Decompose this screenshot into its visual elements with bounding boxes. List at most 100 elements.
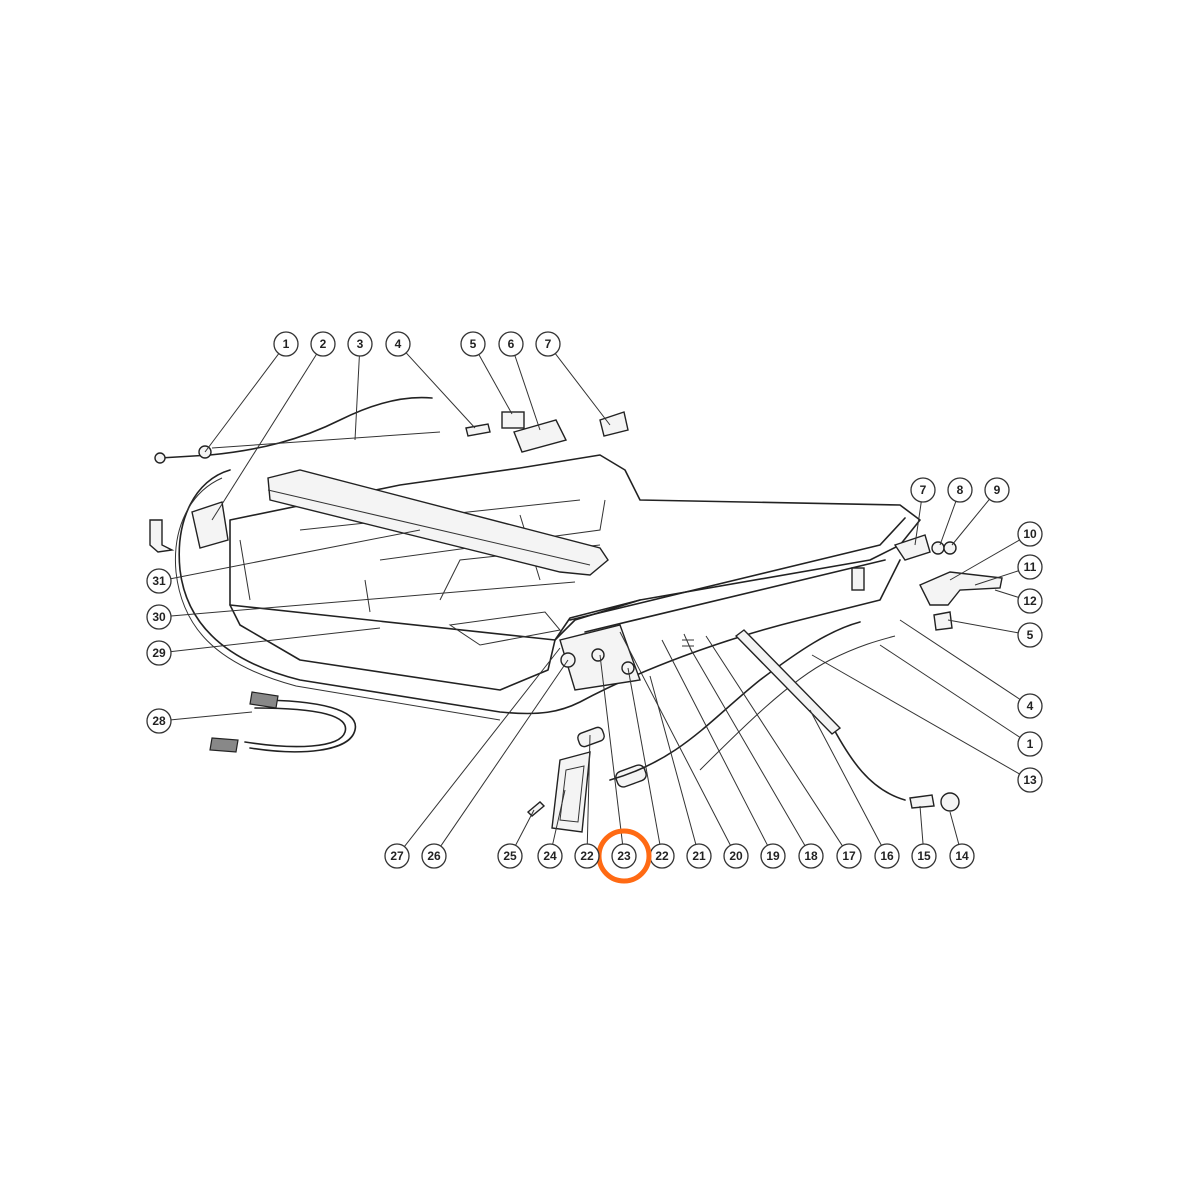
cable-right-end [829, 721, 906, 801]
leader-line-c19 [661, 639, 768, 846]
callout-circle [911, 843, 937, 869]
callout-c4-top[interactable]: 4 [385, 331, 411, 357]
callout-circle [1017, 588, 1043, 614]
callout-circle [310, 331, 336, 357]
callout-circle [1017, 521, 1043, 547]
callout-circle [1017, 693, 1043, 719]
leader-line-c24 [552, 789, 566, 845]
callout-c13[interactable]: 13 [1017, 767, 1043, 793]
adjuster-15 [909, 794, 935, 809]
callout-c17[interactable]: 17 [836, 843, 862, 869]
callout-circle [574, 843, 600, 869]
cable-adjuster [465, 423, 491, 437]
callout-c12[interactable]: 12 [1017, 588, 1043, 614]
callout-c31[interactable]: 31 [146, 568, 172, 594]
washer-14 [940, 792, 960, 812]
hood-seal-outline [178, 469, 901, 715]
release-cable-top [159, 396, 433, 459]
callout-circle [984, 477, 1010, 503]
callout-c30[interactable]: 30 [146, 604, 172, 630]
callout-c27[interactable]: 27 [384, 843, 410, 869]
leader-line-c11 [974, 570, 1019, 586]
callout-c7-right[interactable]: 7 [910, 477, 936, 503]
callout-c5-right[interactable]: 5 [1017, 622, 1043, 648]
hood-cross-brace-edge [267, 489, 591, 566]
spring-right-block [851, 567, 865, 591]
left-side-pin [149, 519, 175, 553]
leader-lines [170, 352, 1021, 847]
callout-circle [723, 843, 749, 869]
callout-c22-right[interactable]: 22 [649, 843, 675, 869]
callout-c10[interactable]: 10 [1017, 521, 1043, 547]
leader-line-c29 [170, 627, 381, 653]
callout-c25[interactable]: 25 [497, 843, 523, 869]
callout-number: 11 [1024, 560, 1037, 574]
leader-line-c31 [170, 529, 421, 580]
bracket-5-right [933, 611, 953, 631]
callout-number: 3 [357, 337, 364, 351]
callout-number: 14 [955, 849, 969, 863]
callout-circle [535, 331, 561, 357]
callout-circle [273, 331, 299, 357]
callout-circle [1017, 554, 1043, 580]
release-handle [551, 751, 591, 833]
callout-c4-right[interactable]: 4 [1017, 693, 1043, 719]
callout-c1-right[interactable]: 1 [1017, 731, 1043, 757]
leader-line-c12 [994, 589, 1019, 598]
callout-number: 22 [580, 849, 594, 863]
callout-c6[interactable]: 6 [498, 331, 524, 357]
callout-c26[interactable]: 26 [421, 843, 447, 869]
leader-line-c27 [404, 647, 561, 847]
callout-c21[interactable]: 21 [686, 843, 712, 869]
leader-line-c5-top [478, 354, 513, 415]
callout-c29[interactable]: 29 [146, 640, 172, 666]
callout-circle [421, 843, 447, 869]
leader-line-c7-top [554, 353, 611, 426]
callout-c22-left[interactable]: 22 [574, 843, 600, 869]
callout-number: 12 [1023, 594, 1037, 608]
callout-circle [910, 477, 936, 503]
harness-plug-2 [209, 737, 239, 753]
leader-line-c23 [599, 654, 624, 845]
callout-number: 30 [152, 610, 166, 624]
callout-circle [146, 640, 172, 666]
hood-artwork [149, 396, 1003, 833]
leader-line-c22-right [627, 667, 661, 845]
callout-number: 28 [152, 714, 166, 728]
nut-8 [931, 541, 945, 555]
release-cable-top-2 [211, 431, 441, 449]
hood-panel-lip [229, 599, 641, 641]
callout-c20[interactable]: 20 [723, 843, 749, 869]
callout-c15[interactable]: 15 [911, 843, 937, 869]
callout-c7-top[interactable]: 7 [535, 331, 561, 357]
leader-line-c10 [949, 539, 1020, 581]
leader-line-c4-top [405, 352, 476, 429]
callout-c19[interactable]: 19 [760, 843, 786, 869]
callout-c3[interactable]: 3 [347, 331, 373, 357]
handle-screw [526, 801, 546, 817]
callout-c2[interactable]: 2 [310, 331, 336, 357]
right-hinge-bracket [893, 534, 931, 561]
callout-c11[interactable]: 11 [1017, 554, 1043, 580]
leader-line-c18 [689, 647, 806, 846]
callout-c24[interactable]: 24 [537, 843, 563, 869]
leader-line-c21 [649, 675, 697, 845]
callout-c18[interactable]: 18 [798, 843, 824, 869]
callout-c9[interactable]: 9 [984, 477, 1010, 503]
callout-c28[interactable]: 28 [146, 708, 172, 734]
leader-line-c17 [705, 635, 843, 847]
callout-c1-top[interactable]: 1 [273, 331, 299, 357]
leader-line-c1-top [204, 353, 280, 453]
callout-c16[interactable]: 16 [874, 843, 900, 869]
callout-circle [874, 843, 900, 869]
leader-line-c7-right [914, 501, 922, 546]
leader-line-c15 [919, 805, 924, 845]
callout-circle [798, 843, 824, 869]
lock-plate-pivot [591, 648, 605, 662]
callout-c14[interactable]: 14 [949, 843, 975, 869]
spring-17 [682, 633, 694, 653]
callout-c23[interactable]: 23 [596, 828, 652, 884]
callout-c8[interactable]: 8 [947, 477, 973, 503]
callout-circle [347, 331, 373, 357]
callout-c5-top[interactable]: 5 [460, 331, 486, 357]
